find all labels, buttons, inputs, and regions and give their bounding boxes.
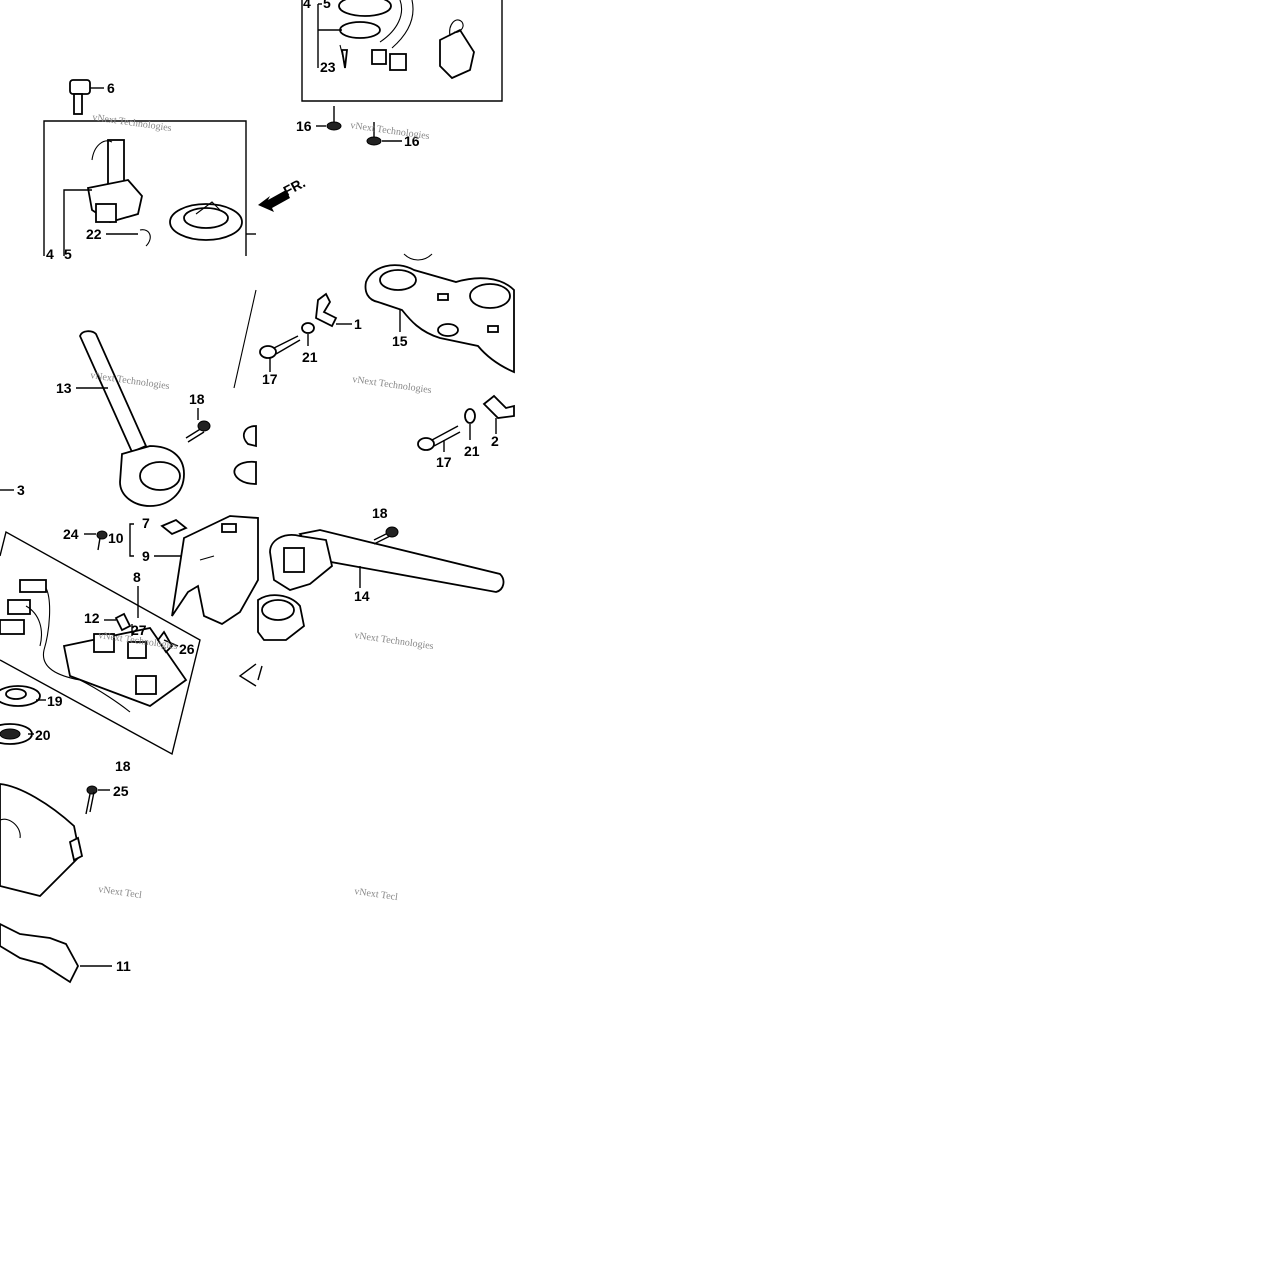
- callout-21a: 21: [302, 349, 318, 365]
- left-handlebar: [76, 330, 185, 507]
- bolt-18-right: [373, 526, 399, 545]
- screw-25: [85, 785, 110, 815]
- callout-4: 4: [303, 0, 311, 11]
- callout-7: 7: [142, 515, 150, 531]
- callout-18b: 18: [115, 758, 131, 774]
- nut-19: [0, 685, 46, 707]
- watermark: vNext Tecl: [98, 884, 143, 901]
- callout-23: 23: [320, 59, 336, 75]
- top-bridge: [233, 253, 515, 389]
- callout-2: 2: [491, 433, 499, 449]
- washer-21-upper: [301, 322, 315, 346]
- callout-15: 15: [392, 333, 408, 349]
- callout-6: 6: [107, 80, 115, 96]
- callout-9: 9: [142, 548, 150, 564]
- switch-wiring-box: [301, 0, 503, 102]
- callout-11: 11: [116, 958, 131, 974]
- lower-cover: [0, 783, 84, 897]
- callout-21b: 21: [464, 443, 480, 459]
- callout-1: 1: [354, 316, 362, 332]
- ignition-switch-box: [43, 120, 256, 256]
- watermark: vNext Technologies: [350, 120, 431, 142]
- screw-24: [84, 530, 108, 551]
- callout-13: 13: [56, 380, 72, 396]
- callout-14: 14: [354, 588, 370, 604]
- bolt-16-right: [366, 122, 402, 146]
- bolt-17-upper: [259, 335, 301, 372]
- callout-5b: 5: [64, 246, 72, 262]
- bolt-18-upper: [185, 408, 211, 443]
- front-direction-arrow: [258, 190, 290, 212]
- callout-12: 12: [84, 610, 100, 626]
- watermark: vNext Tecl: [354, 886, 399, 903]
- callout-18c: 18: [372, 505, 388, 521]
- callout-19: 19: [47, 693, 63, 709]
- callout-10: 10: [108, 530, 124, 546]
- callout-22: 22: [86, 226, 102, 242]
- callout-17a: 17: [262, 371, 278, 387]
- callout-4b: 4: [46, 246, 54, 262]
- fork-clamp: [257, 594, 305, 641]
- bracket-1: [315, 292, 352, 328]
- washer-20: [0, 723, 34, 745]
- watermark: vNext Technologies: [352, 374, 433, 396]
- callout-8: 8: [133, 569, 141, 585]
- washer-21-lower: [464, 408, 476, 440]
- watermark: vNext Technologies: [92, 112, 173, 134]
- callout-26: 26: [179, 641, 195, 657]
- steering-nut: [233, 425, 257, 485]
- watermark: vNext Technologies: [354, 630, 435, 652]
- callout-24: 24: [63, 526, 79, 542]
- watermark: vNext Technologies: [90, 370, 171, 392]
- bolt-16-left: [316, 106, 342, 131]
- bolt-17-lower: [417, 425, 461, 452]
- callout-25: 25: [113, 783, 129, 799]
- bracket-2: [482, 394, 515, 434]
- callout-27: 27: [131, 622, 147, 638]
- callout-16a: 16: [296, 118, 312, 134]
- callout-16b: 16: [404, 133, 420, 149]
- ignition-key: [69, 79, 104, 115]
- gasket: [0, 922, 112, 984]
- callout-17b: 17: [436, 454, 452, 470]
- harness-box: [0, 530, 201, 756]
- callout-3: 3: [17, 482, 25, 498]
- callout-18a: 18: [189, 391, 205, 407]
- callout-20: 20: [35, 727, 51, 743]
- view-marker: [238, 663, 263, 687]
- right-handlebar: [269, 529, 505, 593]
- bracket-10: [129, 523, 134, 557]
- handlebar-cover: [160, 515, 259, 626]
- callout-5: 5: [323, 0, 331, 11]
